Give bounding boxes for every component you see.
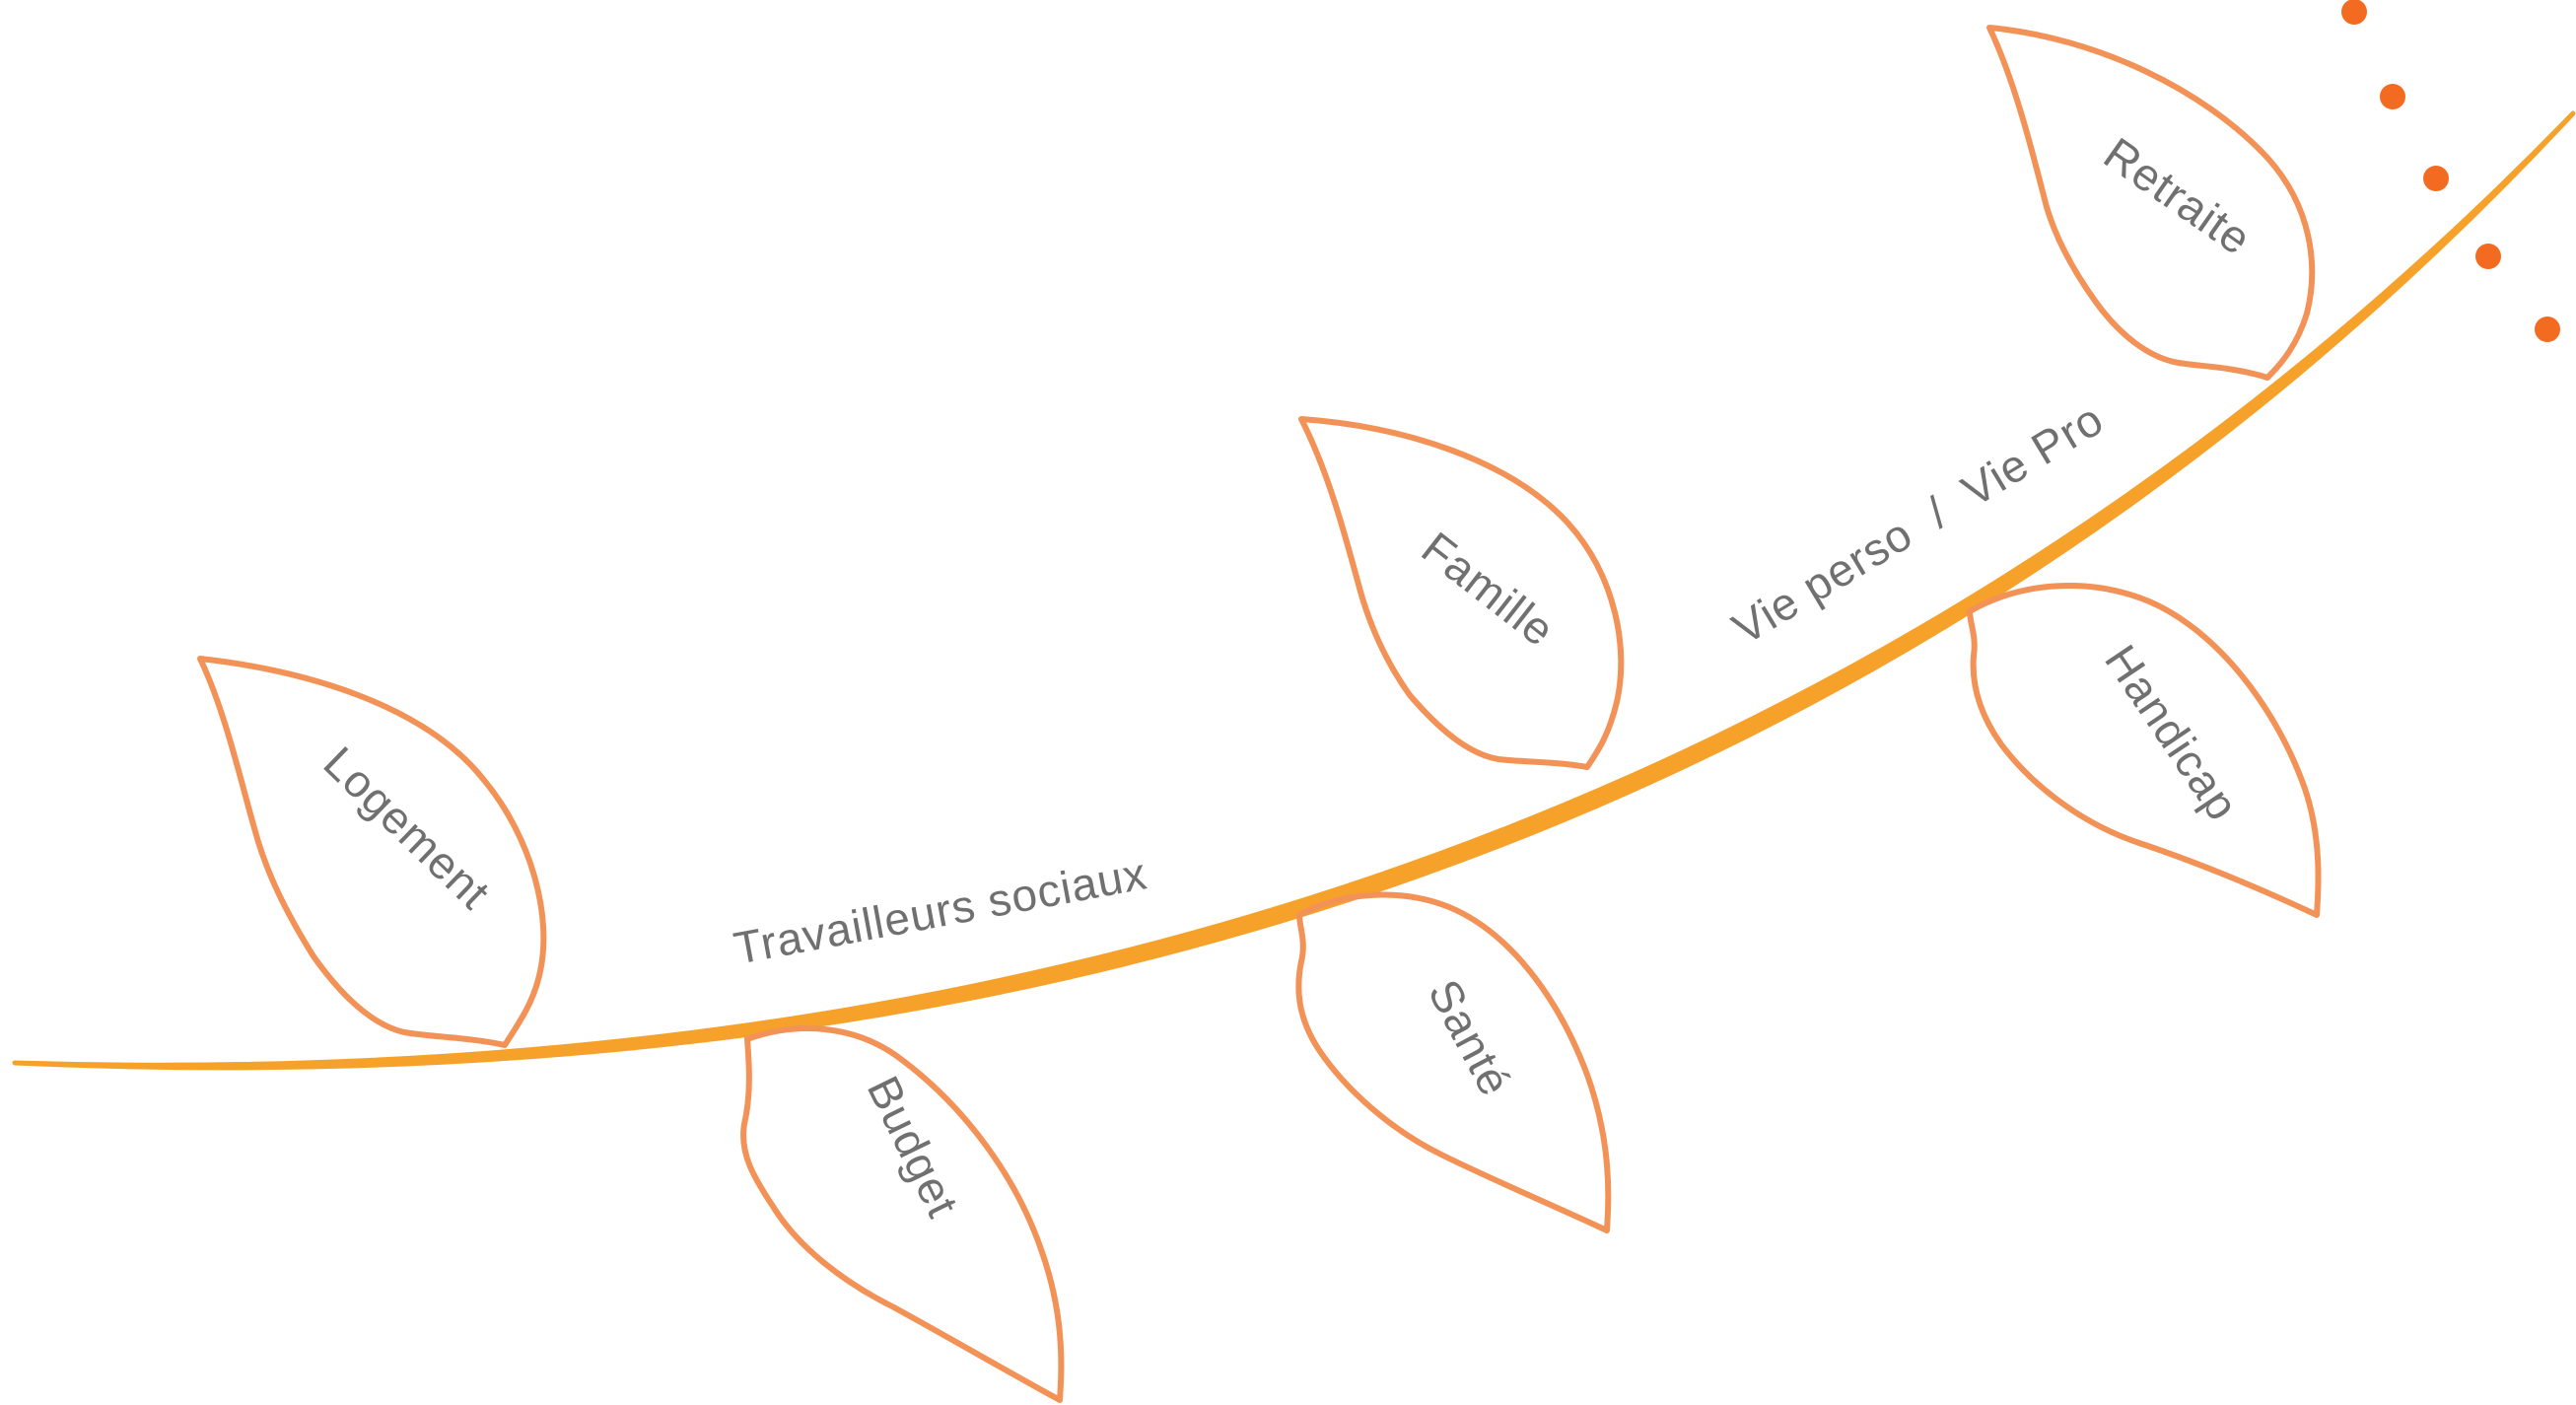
leaf-budget-outline xyxy=(740,1025,1065,1403)
leaf-label-budget: Budget xyxy=(858,1068,969,1225)
leaf-handicap-outline xyxy=(1967,582,2322,918)
branch-stem xyxy=(12,110,2576,1071)
leaf-famille-outline xyxy=(1298,416,1625,770)
dot xyxy=(2535,316,2560,342)
dot xyxy=(2475,244,2501,269)
dots-trail xyxy=(2341,0,2560,342)
dot xyxy=(2341,0,2367,25)
leaf-label-sante: Santé xyxy=(1419,971,1522,1104)
leaf-retraite-outline xyxy=(1986,25,2316,381)
leaf-sante-outline xyxy=(1295,891,1612,1233)
dot xyxy=(2380,84,2405,109)
leaf-label-handicap: Handicap xyxy=(2095,636,2249,830)
stem-label-travailleurs-sociaux: Travailleurs sociaux xyxy=(730,847,1150,974)
dot xyxy=(2423,166,2449,191)
stem-label-vie-perso-vie-pro: Vie perso / Vie Pro xyxy=(1723,392,2112,654)
leaf-logement-outline xyxy=(197,656,547,1048)
leaf-label-retraite: Retraite xyxy=(2095,127,2261,265)
leaf-label-famille: Famille xyxy=(1413,522,1565,657)
